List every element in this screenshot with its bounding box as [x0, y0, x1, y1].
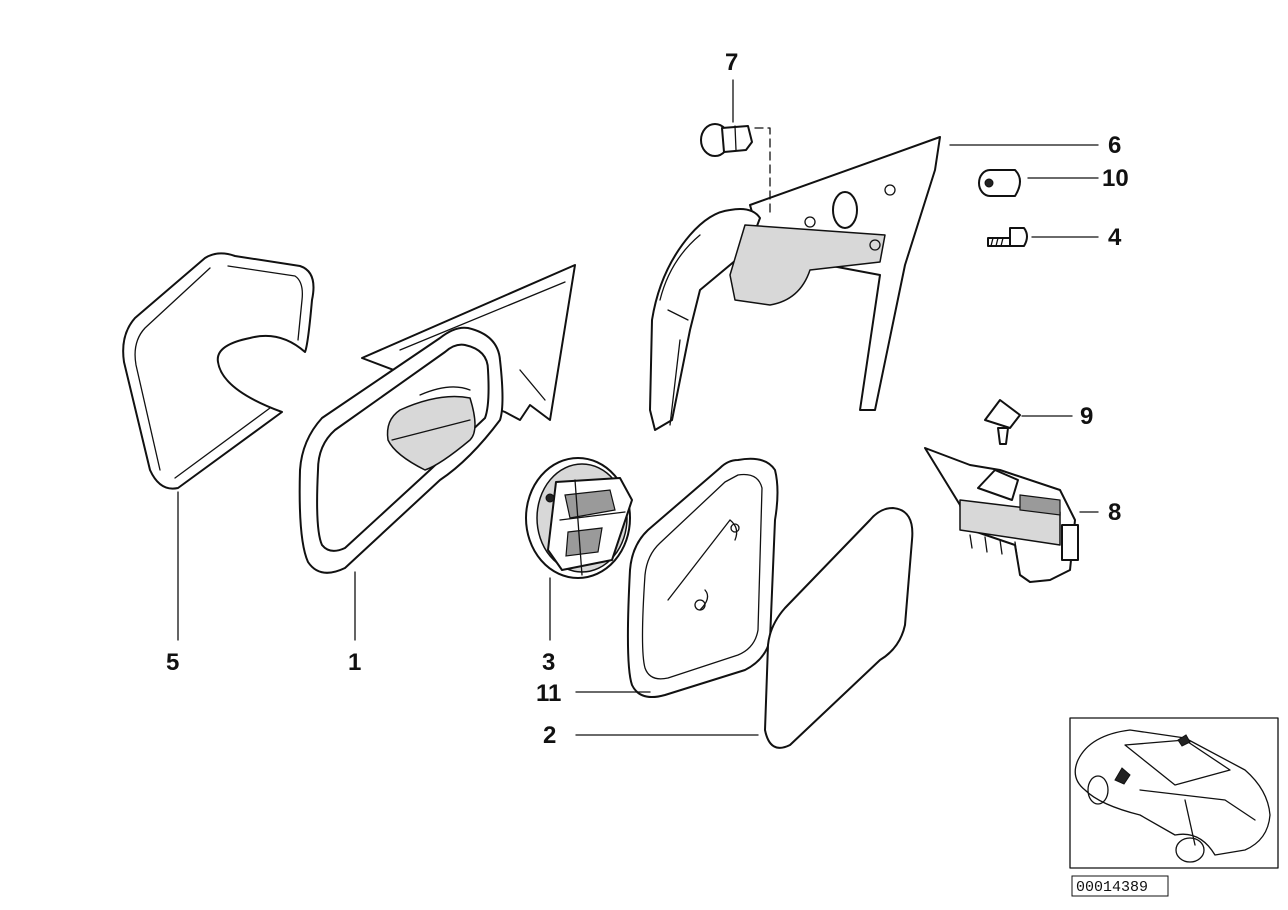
callout-3: 3 — [542, 649, 555, 676]
part-6-mirror-base — [649, 136, 941, 431]
callout-6: 6 — [1108, 132, 1121, 159]
callout-2: 2 — [543, 722, 556, 749]
diagram-number-box: 00014389 — [1071, 875, 1169, 897]
callout-10: 10 — [1102, 165, 1129, 192]
part-3-adjuster-motor — [525, 457, 633, 579]
part-1-mirror-housing — [298, 264, 576, 574]
callout-7: 7 — [725, 49, 738, 76]
part-11-glass-carrier — [626, 457, 779, 698]
callout-4: 4 — [1108, 224, 1122, 251]
part-2-mirror-glass — [764, 507, 914, 749]
part-8-switch-unit — [924, 447, 1079, 583]
callout-8: 8 — [1108, 499, 1121, 526]
callout-11: 11 — [536, 680, 561, 707]
leader-lines — [177, 79, 1099, 736]
callout-1: 1 — [348, 649, 361, 676]
callout-9: 9 — [1080, 403, 1093, 430]
part-7-clip — [700, 123, 771, 216]
part-10-bushing — [978, 169, 1021, 197]
diagram-number: 00014389 — [1076, 879, 1148, 896]
part-5-mirror-cover — [122, 252, 315, 490]
callout-5: 5 — [166, 649, 179, 676]
part-4-screw — [987, 227, 1028, 247]
car-location-inset — [1069, 717, 1279, 869]
callout-numbers: 5 1 3 11 2 7 6 10 4 9 8 — [166, 49, 1129, 749]
part-9-clip — [984, 399, 1021, 445]
